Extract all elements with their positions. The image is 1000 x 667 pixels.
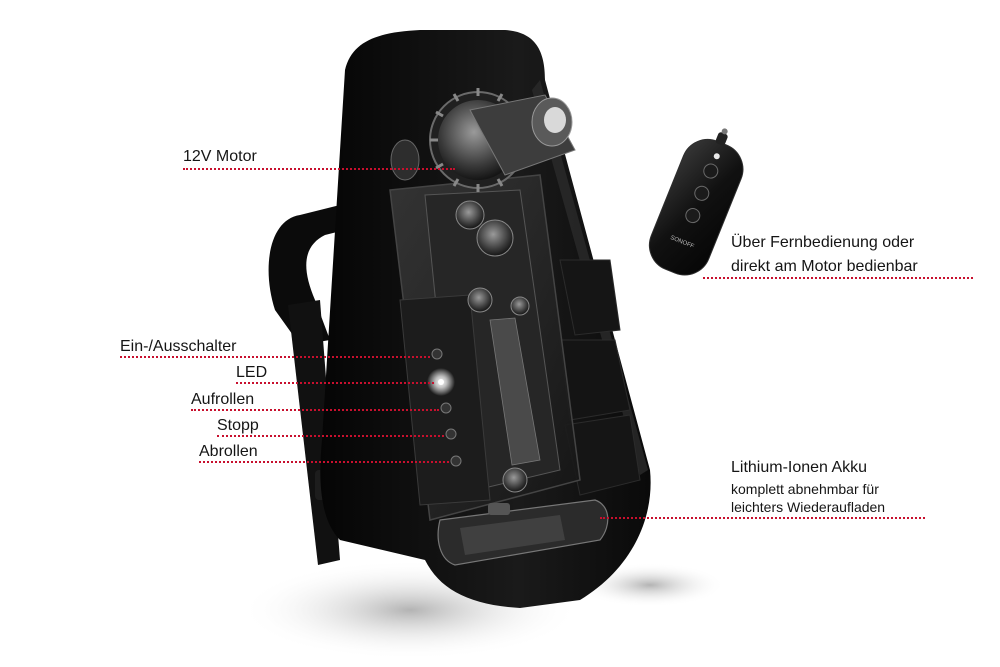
remote-button-3 — [685, 208, 701, 224]
leader-led — [236, 382, 434, 384]
mounting-clamp — [268, 205, 345, 345]
label-remote-line1: Über Fernbedienung oder — [731, 234, 915, 251]
label-motor: 12V Motor — [183, 148, 257, 165]
leader-switch — [120, 356, 430, 358]
label-roll-down: Abrollen — [199, 443, 258, 460]
label-roll-up: Aufrollen — [191, 391, 255, 408]
leader-stop — [217, 435, 444, 437]
remote-control: SONOFF — [648, 128, 744, 276]
label-remote-line2: direkt am Motor bedienbar — [731, 258, 918, 275]
label-battery-line3: leichters Wiederaufladen — [731, 499, 886, 515]
label-led: LED — [236, 364, 268, 381]
remote-button-1 — [703, 163, 719, 179]
leader-motor — [183, 168, 455, 170]
leader-roll-up — [191, 409, 439, 411]
remote-button-2 — [694, 185, 710, 201]
label-switch: Ein-/Ausschalter — [120, 338, 237, 355]
leader-remote — [703, 277, 973, 279]
motor-shaft — [544, 107, 566, 133]
leader-roll-down — [199, 461, 449, 463]
roll-down-button — [450, 455, 462, 467]
power-switch-button — [431, 348, 443, 360]
label-battery-title: Lithium-Ionen Akku — [731, 459, 868, 476]
stop-button — [445, 428, 457, 440]
label-stop: Stopp — [217, 417, 259, 434]
small-gear — [455, 200, 485, 230]
leader-battery — [600, 517, 925, 519]
roll-up-button — [440, 402, 452, 414]
label-battery-line2: komplett abnehmbar für — [731, 481, 879, 497]
